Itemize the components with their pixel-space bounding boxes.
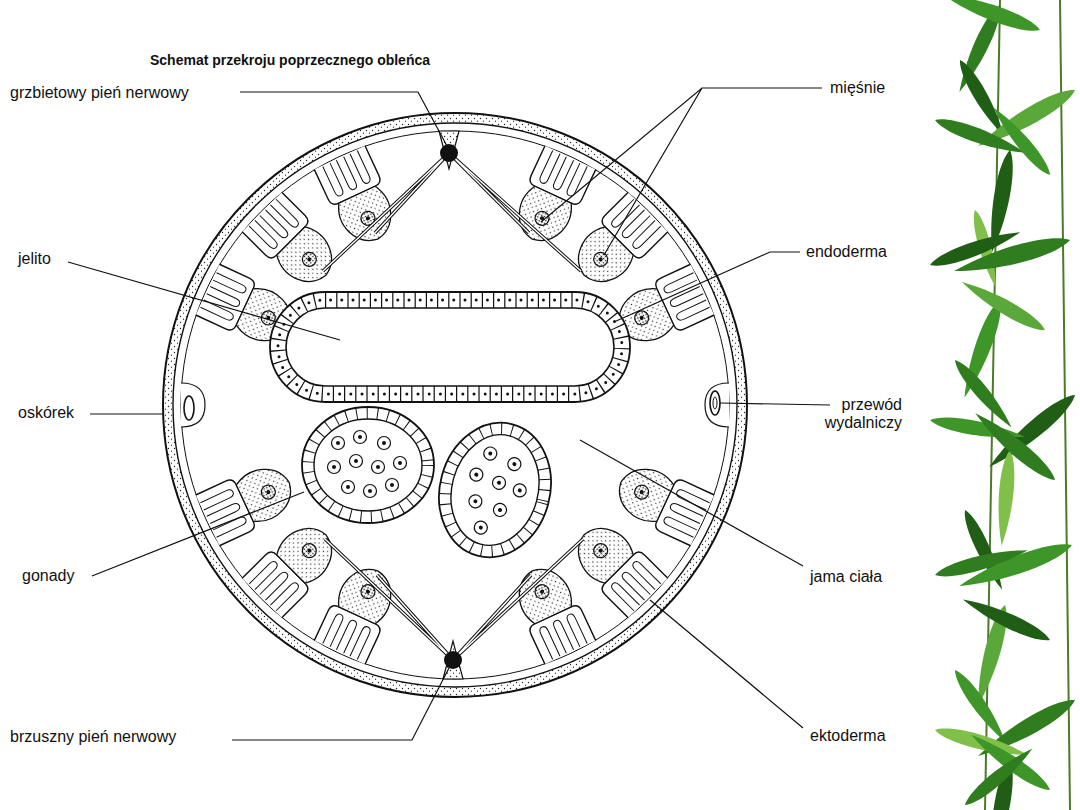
gonad xyxy=(424,410,565,570)
part-label: przewód wydalniczy xyxy=(790,396,902,432)
excretory-canal xyxy=(184,396,194,420)
part-label: brzuszny pień nerwowy xyxy=(10,728,176,746)
hypodermal-chords xyxy=(181,131,729,679)
part-label: jama ciała xyxy=(810,568,882,586)
part-label: gonady xyxy=(22,567,75,585)
diagram-title: Schemat przekroju poprzecznego obleńca xyxy=(100,52,480,68)
part-label: jelito xyxy=(18,250,51,268)
part-label: ektoderma xyxy=(810,727,886,745)
leader-lines xyxy=(68,88,830,740)
part-label: endoderma xyxy=(806,243,887,261)
worm-body xyxy=(163,113,747,697)
ventral-nerve-cord xyxy=(444,651,462,669)
part-label: grzbietowy pień nerwowy xyxy=(10,84,189,102)
bamboo-leaves xyxy=(928,0,1080,810)
part-label: oskórek xyxy=(18,404,74,422)
excretory-canal xyxy=(710,391,720,415)
dorsal-nerve-cord xyxy=(440,144,458,162)
part-label: mięśnie xyxy=(830,79,885,97)
cuticle xyxy=(163,113,747,697)
intestine xyxy=(270,292,630,402)
gonad xyxy=(302,407,434,523)
muscle-cells xyxy=(196,146,715,665)
